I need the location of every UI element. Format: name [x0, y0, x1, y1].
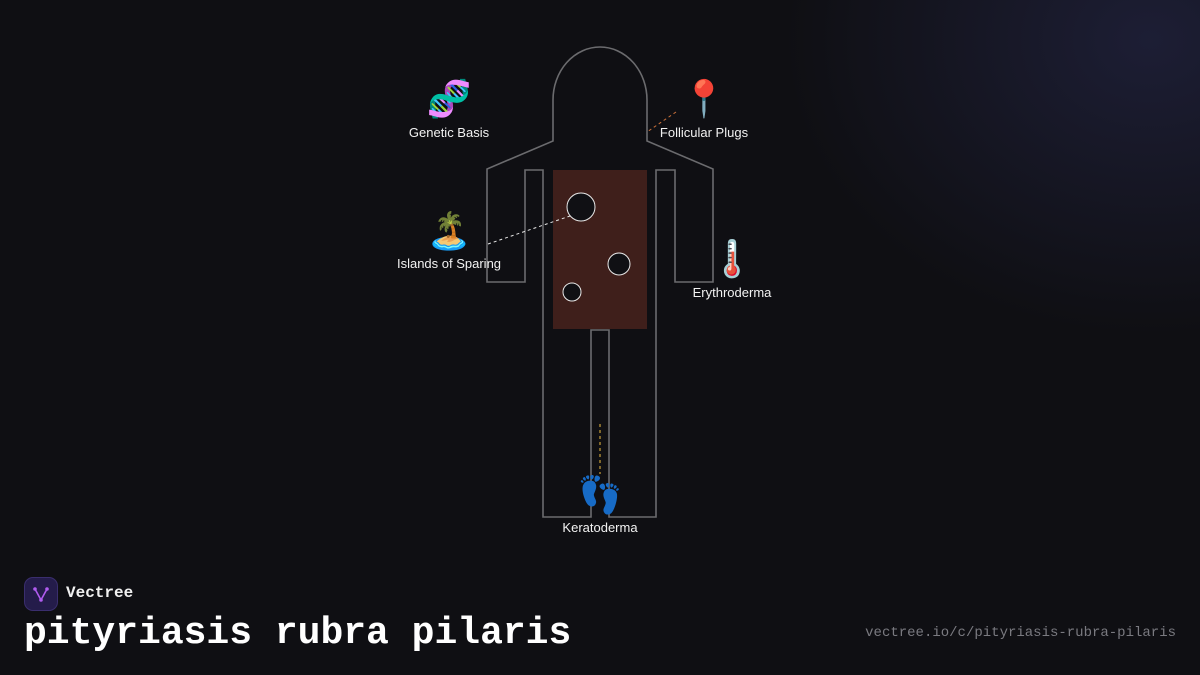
footprints-icon: 👣	[577, 475, 623, 516]
erythroderma-area	[553, 170, 647, 329]
annotation-islands-of-sparing: Islands of Sparing	[396, 256, 502, 271]
annotation-follicular-plugs: Follicular Plugs	[659, 125, 749, 140]
thermometer-icon: 🌡️	[709, 239, 755, 280]
island-icon: 🏝️	[426, 211, 472, 252]
annotation-erythroderma: Erythroderma	[692, 285, 772, 300]
sparing-island	[562, 282, 582, 302]
sparing-island	[566, 192, 596, 222]
annotation-genetic-basis: Genetic Basis	[408, 125, 490, 140]
vectree-logo	[24, 577, 58, 611]
page-title: pityriasis rubra pilaris	[24, 612, 572, 655]
dna-icon: 🧬	[426, 79, 472, 120]
pin-icon: 📍	[681, 79, 727, 120]
body-outline	[486, 46, 714, 518]
logo-mark-icon	[33, 587, 49, 602]
brand-name: Vectree	[66, 584, 134, 602]
annotation-keratoderma: Keratoderma	[562, 520, 638, 535]
sparing-island	[607, 252, 631, 276]
page-url[interactable]: vectree.io/c/pityriasis-rubra-pilaris	[865, 625, 1176, 641]
sparing-leader-line	[487, 215, 571, 245]
